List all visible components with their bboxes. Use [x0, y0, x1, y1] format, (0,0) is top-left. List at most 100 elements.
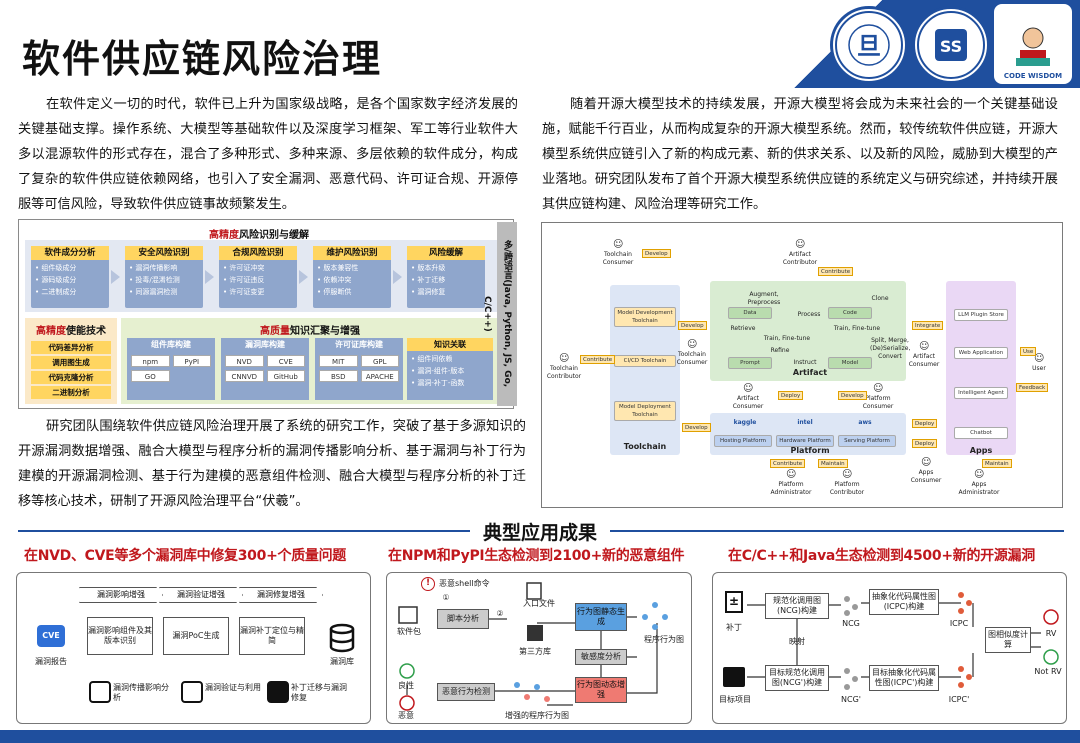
role-label: Apps Administrator [958, 481, 1000, 496]
role-label: Toolchain Consumer [676, 351, 708, 366]
edge-instruct: Instruct [793, 359, 817, 366]
ncg2-box: 目标规范化调用图(NCG')构建 [765, 665, 829, 691]
page-title: 软件供应链风险治理 [22, 37, 383, 81]
platform-logo: intel [797, 419, 813, 426]
flow-tag: Deploy [912, 419, 938, 428]
edge-train: Train, Fine-tune [833, 325, 881, 332]
sensitivity-box: 敏感度分析 [575, 649, 627, 665]
flow-tag: Contribute [580, 355, 616, 364]
person-icon: ☺ [559, 353, 570, 364]
risk-group-items: 版本兼容性依赖冲突停服断供 [313, 260, 391, 300]
outcome-label: 漏洞传播影响分析 [113, 683, 169, 702]
vuln-detect-box: ± 补丁 目标项目 规范化调用图(NCG)构建 抽象化代码属性图(ICPC)构建… [712, 572, 1067, 724]
ncg-graph-icon [844, 596, 858, 616]
risk-group-item: 停服断供 [317, 286, 387, 298]
database-icon [329, 623, 355, 653]
vuln-flow-lines [747, 592, 1059, 690]
artifact-item: Data [728, 307, 772, 319]
footer-band [0, 730, 1080, 743]
codewisdom-logo: CODE WISDOM [994, 4, 1072, 84]
risk-group-title: 风险缓解 [407, 246, 485, 260]
outcome-icon [267, 681, 289, 703]
app-item: LLM Plugin Store [954, 309, 1008, 321]
llm-supply-chain-diagram: Toolchain Artifact Augment, Preprocess P… [541, 222, 1063, 508]
risk-group-item: 版本升级 [411, 262, 481, 274]
person-icon: ☺ [974, 469, 985, 480]
risk-group-item: 许可证变更 [223, 286, 293, 298]
ncg-label: NCG [842, 619, 860, 628]
result-title-2: 在NPM和PyPI生态检测到2100+新的恶意组件 [388, 548, 685, 564]
enable-item: 二进制分析 [31, 386, 111, 399]
edge-clone: Clone [871, 295, 889, 302]
codewisdom-text: CODE WISDOM [1003, 72, 1063, 80]
risk-group-item: 二进制成分 [35, 286, 105, 298]
source-logo: CNNVD [225, 370, 264, 382]
patch-icon: ± [725, 591, 743, 613]
risk-group: 软件成分分析组件级成分源码级成分二进制成分 [31, 246, 109, 308]
risk-section-title: 高精度风险识别与缓解 [209, 230, 309, 241]
vuln-db-label: 漏洞库 [330, 657, 354, 666]
patch-label: 补丁 [726, 623, 742, 632]
flow-tag: Integrate [912, 321, 944, 330]
risk-group-items: 漏洞传播影响投毒/混淆检测同源漏洞检测 [125, 260, 203, 300]
flow-tag: Contribute [770, 459, 806, 468]
ss-text: SS [940, 37, 962, 56]
not-rv-icon [1043, 649, 1059, 665]
toolchain-label: Toolchain [623, 442, 667, 451]
risk-group-title: 合规风险识别 [219, 246, 297, 260]
step-chevron: 漏洞验证增强 [159, 587, 243, 603]
flow-tag: Deploy [778, 391, 804, 400]
role-label: Artifact Consumer [732, 395, 764, 410]
malicious-flow-lines [398, 582, 668, 711]
package-label: 软件包 [397, 627, 421, 636]
role-label: Toolchain Consumer [602, 251, 634, 266]
malicious-label: 恶意 [398, 711, 414, 720]
group-arrow-icon [299, 270, 308, 284]
app-item: Chatbot [954, 427, 1008, 439]
risk-group-item: 版本兼容性 [317, 262, 387, 274]
section-title: 典型应用成果 [470, 518, 610, 544]
edge-split: Split, Merge, (De)Serialize, Convert [870, 337, 911, 360]
person-icon: ☺ [613, 239, 624, 250]
enable-item: 代码克隆分析 [31, 371, 111, 384]
llm-paragraph: 随着开源大模型技术的持续发展，开源大模型将会成为未来社会的一个关键基础设施，赋能… [542, 97, 1058, 212]
person-icon: ☺ [1034, 353, 1045, 364]
language-side-label: 多/跨语言(Java, Python, JS, Go, C/C++) [482, 222, 517, 406]
ncg2-graph-icon [844, 668, 858, 690]
artifact-item: Code [828, 307, 872, 319]
enhanced-graph-label: 增强的程序行为图 [505, 711, 569, 720]
risk-group: 合规风险识别许可证冲突许可证违反许可证变更 [219, 246, 297, 308]
cve-icon: CVE [37, 625, 65, 647]
risk-group-item: 漏洞修复 [411, 286, 481, 298]
role-label: Apps Consumer [910, 469, 942, 484]
role-label: Artifact Consumer [908, 353, 940, 368]
flow-tag: Deploy [912, 439, 938, 448]
enable-section: 高精度使能技术 代码差异分析调用图生成代码克隆分析二进制分析 [25, 318, 117, 404]
platform-area [710, 413, 906, 455]
entry-file-label: 入口文件 [523, 599, 555, 608]
knowledge-group-title: 漏洞库构建 [221, 338, 309, 351]
risk-group-items: 许可证冲突许可证违反许可证变更 [219, 260, 297, 300]
group-arrow-icon [205, 270, 214, 284]
source-logo: GPL [360, 355, 399, 367]
person-icon: ☺ [687, 339, 698, 350]
assoc-item: 漏洞-组件-版本 [411, 365, 489, 377]
platform-logo: aws [858, 419, 872, 426]
group-arrow-icon [393, 270, 402, 284]
risk-group-title: 维护风险识别 [313, 246, 391, 260]
risk-group: 维护风险识别版本兼容性依赖冲突停服断供 [313, 246, 391, 308]
project-folder-icon [723, 667, 745, 687]
person-icon: ☺ [873, 383, 884, 394]
flow-tag: Feedback [1016, 383, 1049, 392]
person-icon: ☺ [795, 239, 806, 250]
malicious-detect-box: ! 恶意shell命令 ① ② 入口文件 软件包 脚本分析 行为图静态生成 第三… [386, 572, 692, 724]
role-label: Platform Administrator [770, 481, 812, 496]
outcome-icon [89, 681, 111, 703]
role-label: Platform Contributor [829, 481, 865, 496]
intro-paragraph: 在软件定义一切的时代，软件已上升为国家级战略，是各个国家数字经济发展的关键基础支… [18, 97, 518, 212]
rv-icon [1043, 609, 1059, 625]
warning-icon: ! [421, 577, 435, 591]
